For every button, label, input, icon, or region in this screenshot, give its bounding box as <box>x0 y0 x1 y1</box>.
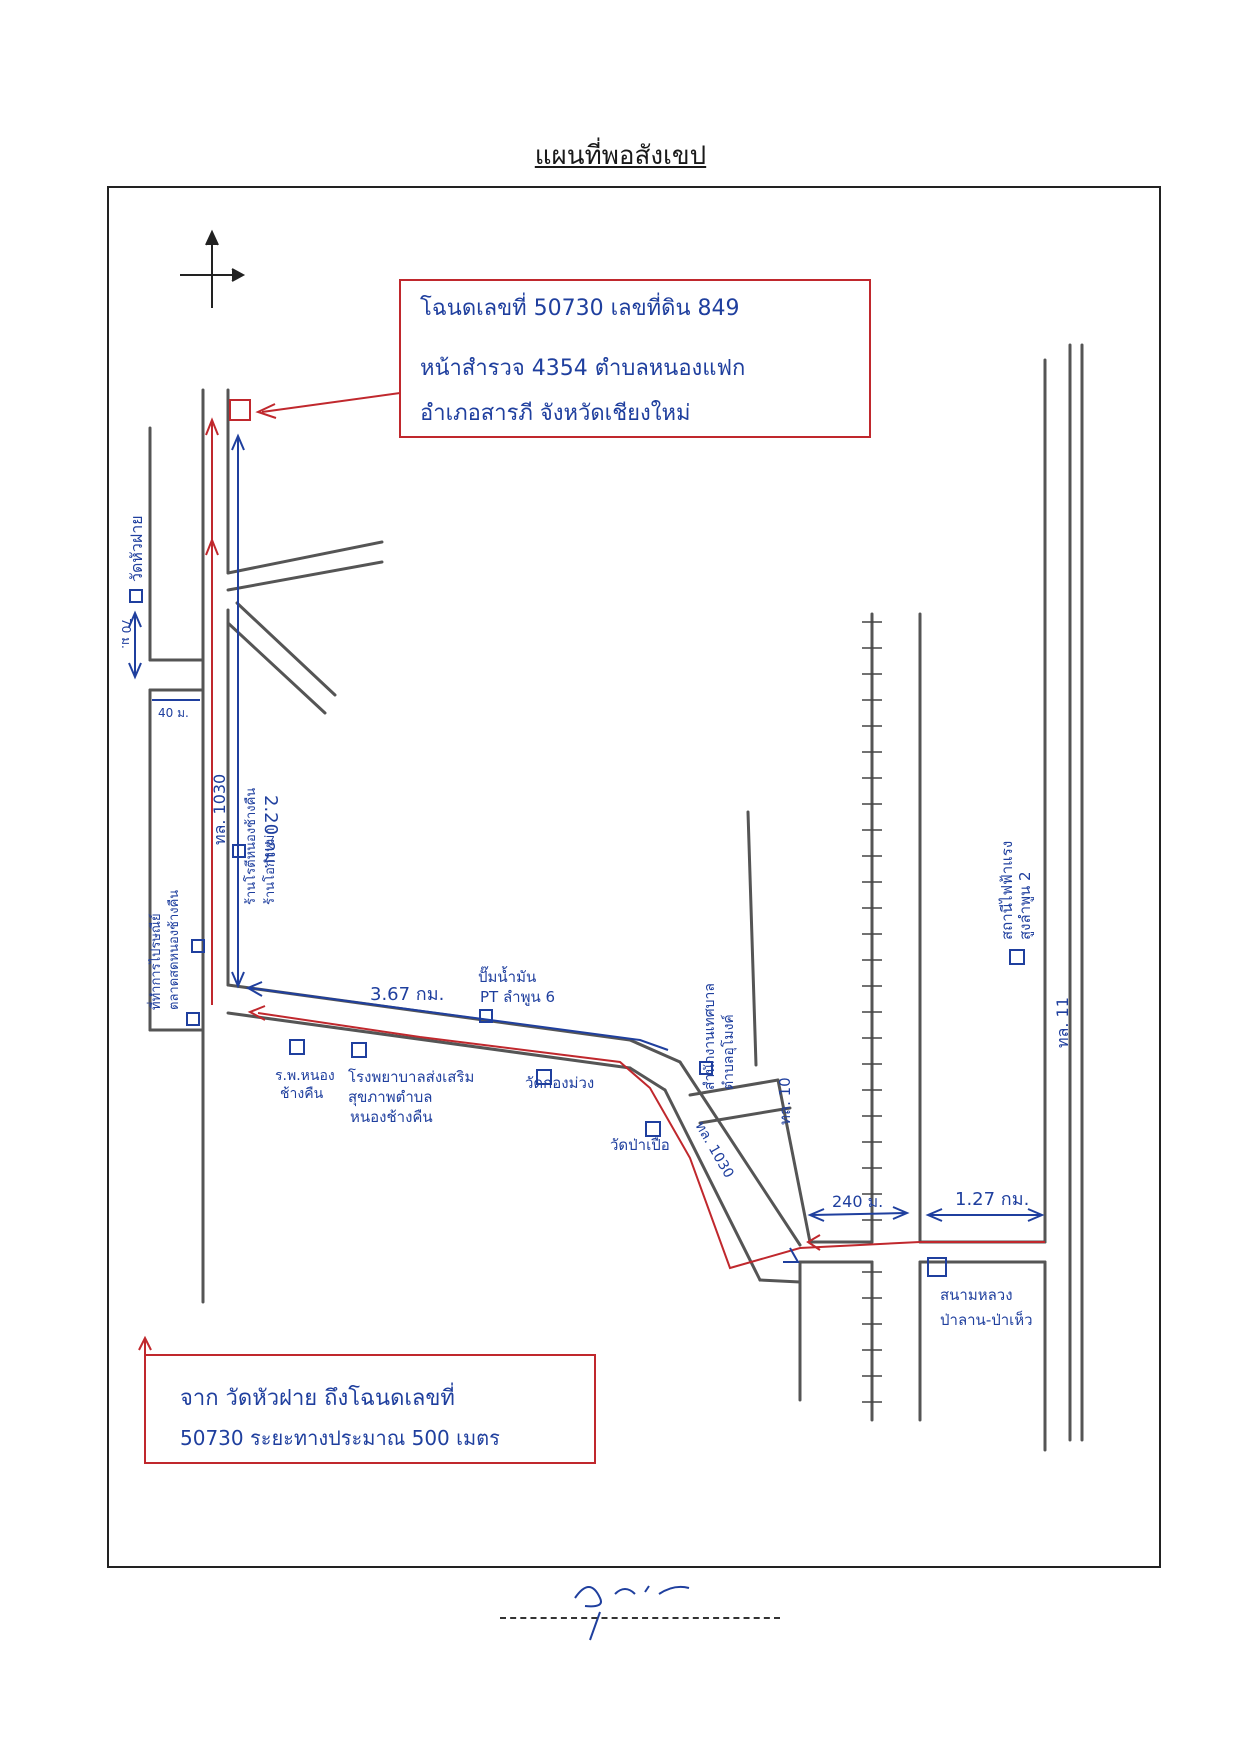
info-line-1: โฉนดเลขที่ 50730 เลขที่ดิน 849 <box>420 292 740 321</box>
route-box-frame <box>144 1354 596 1464</box>
railway-ticks <box>862 621 882 1403</box>
label-shop-2: ร้านโอกำหม่า <box>262 827 278 905</box>
square-landmark-icon <box>186 1012 200 1026</box>
label-stadium-1: สนามหลวง <box>940 1286 1013 1304</box>
square-landmark-icon <box>536 1069 552 1085</box>
label-post-2: ตลาดสดหนองช้างคืน <box>166 890 182 1010</box>
map-labels: โฉนดเลขที่ 50730 เลขที่ดิน 849 หน้าสำรวจ… <box>119 292 1072 1450</box>
label-road-11: ทล. 11 <box>1053 997 1072 1048</box>
square-landmark-icon <box>232 844 246 858</box>
square-landmark-icon <box>479 1009 493 1023</box>
label-pt-2: PT ลำพูน 6 <box>480 988 555 1006</box>
distance-240: 240 ม. <box>832 1192 883 1211</box>
signature-line <box>500 1617 780 1619</box>
info-line-2: หน้าสำรวจ 4354 ตำบลหนองแฟก <box>420 356 745 381</box>
label-station-2: สูงลำพูน 2 <box>1016 871 1034 940</box>
label-post-1: ที่ทำการไปรษณีย์ <box>147 913 164 1010</box>
distance-1-27: 1.27 กม. <box>955 1189 1029 1210</box>
square-landmark-icon <box>1009 949 1025 965</box>
label-shop-1: ร้านโรตีหนองช้างคืน <box>243 788 259 905</box>
label-office-2: ตำบลอุโมงค์ <box>720 1014 737 1090</box>
label-hospital-2: สุขภาพตำบล <box>348 1088 433 1107</box>
distance-2-20: 2.20 กม. <box>260 795 281 869</box>
label-wat-hua-fai: วัดหัวฝาย <box>127 515 146 582</box>
signature-mark <box>574 1585 690 1641</box>
roads <box>148 343 1084 1452</box>
distance-70: 70 ม. <box>119 618 133 649</box>
page-title: แผนที่พอสังเขป <box>534 141 707 171</box>
square-landmark-icon <box>927 1257 947 1277</box>
label-rp-1: ร.พ.หนอง <box>275 1068 335 1084</box>
square-landmark-icon <box>289 1039 305 1055</box>
label-station-1: สถานีไฟฟ้าแรง <box>998 841 1016 940</box>
label-office-1: สำนักงานเทศบาล <box>702 983 718 1090</box>
distance-3-67: 3.67 กม. <box>370 984 444 1005</box>
route-red <box>138 279 1045 1464</box>
compass-cross-icon <box>180 229 246 308</box>
square-landmark-icon <box>699 1061 713 1075</box>
label-wat-kong-muang: วัดกองม่วง <box>525 1074 594 1092</box>
route-line-2: 50730 ระยะทางประมาณ 500 เมตร <box>180 1426 500 1450</box>
square-landmark-icon <box>645 1121 661 1137</box>
label-road-10: ทล. 10 <box>776 1077 794 1125</box>
label-wat-pa-pue: วัดป่าเปือ <box>610 1136 670 1154</box>
label-pt-1: ปั๊มน้ำมัน <box>478 966 536 986</box>
landmarks <box>129 399 1025 1277</box>
label-hospital-3: หนองช้างคืน <box>350 1108 433 1126</box>
square-parcel-icon <box>229 399 251 421</box>
info-box-frame <box>399 279 871 438</box>
info-line-3: อำเภอสารภี จังหวัดเชียงใหม่ <box>420 400 691 426</box>
square-landmark-icon <box>191 939 205 953</box>
label-stadium-2: ป่าลาน-ป่าเห็ว <box>940 1310 1033 1329</box>
label-road-1030: ทล. 1030 <box>210 774 229 845</box>
dimension-arrows <box>128 433 1045 1263</box>
label-rp-2: ช้างคืน <box>280 1086 324 1102</box>
square-landmark-icon <box>351 1042 367 1058</box>
map-frame <box>107 186 1161 1568</box>
label-road-1030-lower: ทล. 1030 <box>692 1119 737 1181</box>
square-landmark-icon <box>129 589 143 603</box>
route-line-1: จาก วัดหัวฝาย ถึงโฉนดเลขที่ <box>180 1382 455 1411</box>
label-hospital-1: โรงพยาบาลส่งเสริม <box>348 1068 474 1086</box>
distance-40: 40 ม. <box>158 706 189 720</box>
